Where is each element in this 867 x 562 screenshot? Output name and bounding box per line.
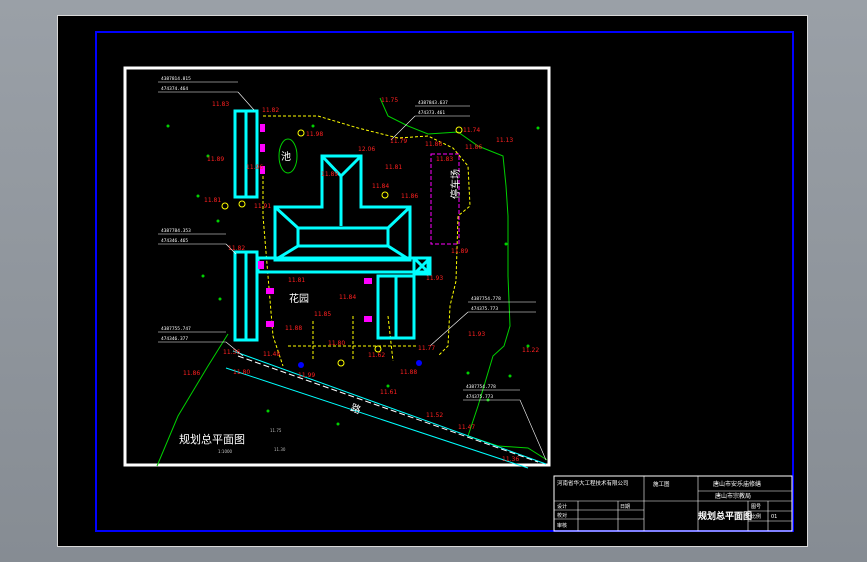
svg-text:11.85: 11.85 [314,311,331,318]
svg-text:11.80: 11.80 [233,369,250,376]
svg-text:11.80: 11.80 [328,340,345,347]
tb-drawing-name: 规划总平面图 [698,510,752,522]
plan-viewport-border [123,66,551,467]
site-boundary-left [156,333,229,467]
site-plan-drawing: 4387814.815 474374.464 4387843.637 47437… [95,31,794,532]
garden-label: 花园 [289,292,309,305]
svg-text:11.98: 11.98 [306,131,323,138]
svg-text:4387784.353: 4387784.353 [161,228,191,234]
svg-text:11.96: 11.96 [246,164,263,171]
svg-text:11.91: 11.91 [254,203,271,210]
parking-label: 停车场 [449,169,462,199]
tb-project: 唐山市安乐庙修缮 [713,480,761,488]
svg-text:11.89: 11.89 [451,248,468,255]
svg-text:11.75: 11.75 [270,428,282,433]
tb-sheet-no: 图号 [751,504,761,510]
svg-text:11.83: 11.83 [436,156,453,163]
svg-text:11.74: 11.74 [463,127,480,134]
tb-check: 校对 [557,512,567,519]
svg-text:11.77: 11.77 [418,345,435,352]
drawing-title: 规划总平面图 [179,432,245,446]
coordinate-labels: 4387814.815 474374.464 4387843.637 47437… [161,76,501,400]
svg-text:474346.377: 474346.377 [161,336,188,342]
elevation-labels: 11.83 11.82 11.75 11.74 11.13 11.98 11.7… [183,97,539,463]
svg-text:11.62: 11.62 [368,352,385,359]
road-edge-south [225,367,529,469]
svg-text:11.88: 11.88 [285,325,302,332]
road-centerline [237,355,539,463]
svg-text:4387814.815: 4387814.815 [161,76,191,82]
svg-text:474375.773: 474375.773 [466,394,493,400]
road-edge-north [232,350,547,465]
tb-design: 设计 [557,503,567,510]
svg-text:11.84: 11.84 [372,183,389,190]
pond [278,138,298,174]
svg-text:11.36: 11.36 [223,349,240,356]
coordinate-leaders [158,81,547,461]
tb-stage: 施工图 [653,480,670,488]
svg-text:4387755.747: 4387755.747 [161,326,191,332]
svg-text:11.83: 11.83 [212,101,229,108]
svg-text:11.79: 11.79 [390,138,407,145]
svg-text:11.82: 11.82 [228,245,245,252]
svg-text:4387754.778: 4387754.778 [466,384,496,390]
svg-text:4387754.778: 4387754.778 [471,296,501,302]
parking-outline [430,153,460,245]
svg-text:11.82: 11.82 [262,107,279,114]
svg-text:11.75: 11.75 [381,97,398,104]
svg-text:11.93: 11.93 [426,275,443,282]
pond-label: 池 [281,150,291,163]
magenta-details [258,124,372,327]
svg-text:12.06: 12.06 [358,146,375,153]
svg-text:11.86: 11.86 [183,370,200,377]
svg-text:4387843.637: 4387843.637 [418,100,448,106]
site-boundary-right [379,97,548,461]
svg-text:474373.461: 474373.461 [418,110,445,116]
svg-text:474374.464: 474374.464 [161,86,188,92]
svg-text:11.93: 11.93 [468,331,485,338]
road-label: 路 [349,401,363,417]
svg-text:11.13: 11.13 [496,137,513,144]
tree-markers [166,124,540,426]
svg-text:11.89: 11.89 [321,171,338,178]
svg-text:11.61: 11.61 [380,389,397,396]
svg-text:11.89: 11.89 [207,156,224,163]
minor-labels: 11.75 11.30 [270,428,286,452]
tb-approve: 审核 [557,522,567,529]
tb-subproject: 唐山市宗教局 [715,492,751,500]
area-labels: 池 花园 停车场 路 规划总平面图 1:1000 [179,150,462,454]
drawing-scale: 1:1000 [218,449,233,454]
title-block: 河南省华大工程技术有限公司 施工图 唐山市安乐庙修缮 唐山市宗教局 规划总平面图… [553,475,793,532]
svg-text:11.84: 11.84 [339,294,356,301]
svg-text:11.86: 11.86 [465,144,482,151]
tb-company: 河南省华大工程技术有限公司 [557,479,629,487]
svg-text:11.48: 11.48 [263,351,280,358]
svg-text:11.52: 11.52 [426,412,443,419]
svg-text:11.30: 11.30 [274,447,286,452]
svg-text:11.86: 11.86 [401,193,418,200]
svg-text:11.22: 11.22 [522,347,539,354]
svg-text:474346.465: 474346.465 [161,238,188,244]
svg-text:11.81: 11.81 [204,197,221,204]
gate-box [412,256,432,276]
svg-text:11.81: 11.81 [288,277,305,284]
svg-text:11.47: 11.47 [458,424,475,431]
svg-text:11.36: 11.36 [502,456,519,463]
yellow-symbols [221,126,463,367]
svg-text:11.86: 11.86 [425,141,442,148]
tb-sheet-value: 01 [771,514,777,520]
svg-text:11.81: 11.81 [385,164,402,171]
tb-date-label: 日期 [620,504,630,510]
buildings [233,109,432,342]
svg-text:11.99: 11.99 [298,372,315,379]
svg-text:11.88: 11.88 [400,369,417,376]
property-line [263,115,471,357]
drawing-frame [95,31,794,532]
blue-markers [298,360,422,368]
tb-scale-label: 比例 [751,513,761,520]
svg-text:474375.773: 474375.773 [471,306,498,312]
property-line-west [262,166,284,367]
drawing-sheet: 4387814.815 474374.464 4387843.637 47437… [57,15,808,547]
